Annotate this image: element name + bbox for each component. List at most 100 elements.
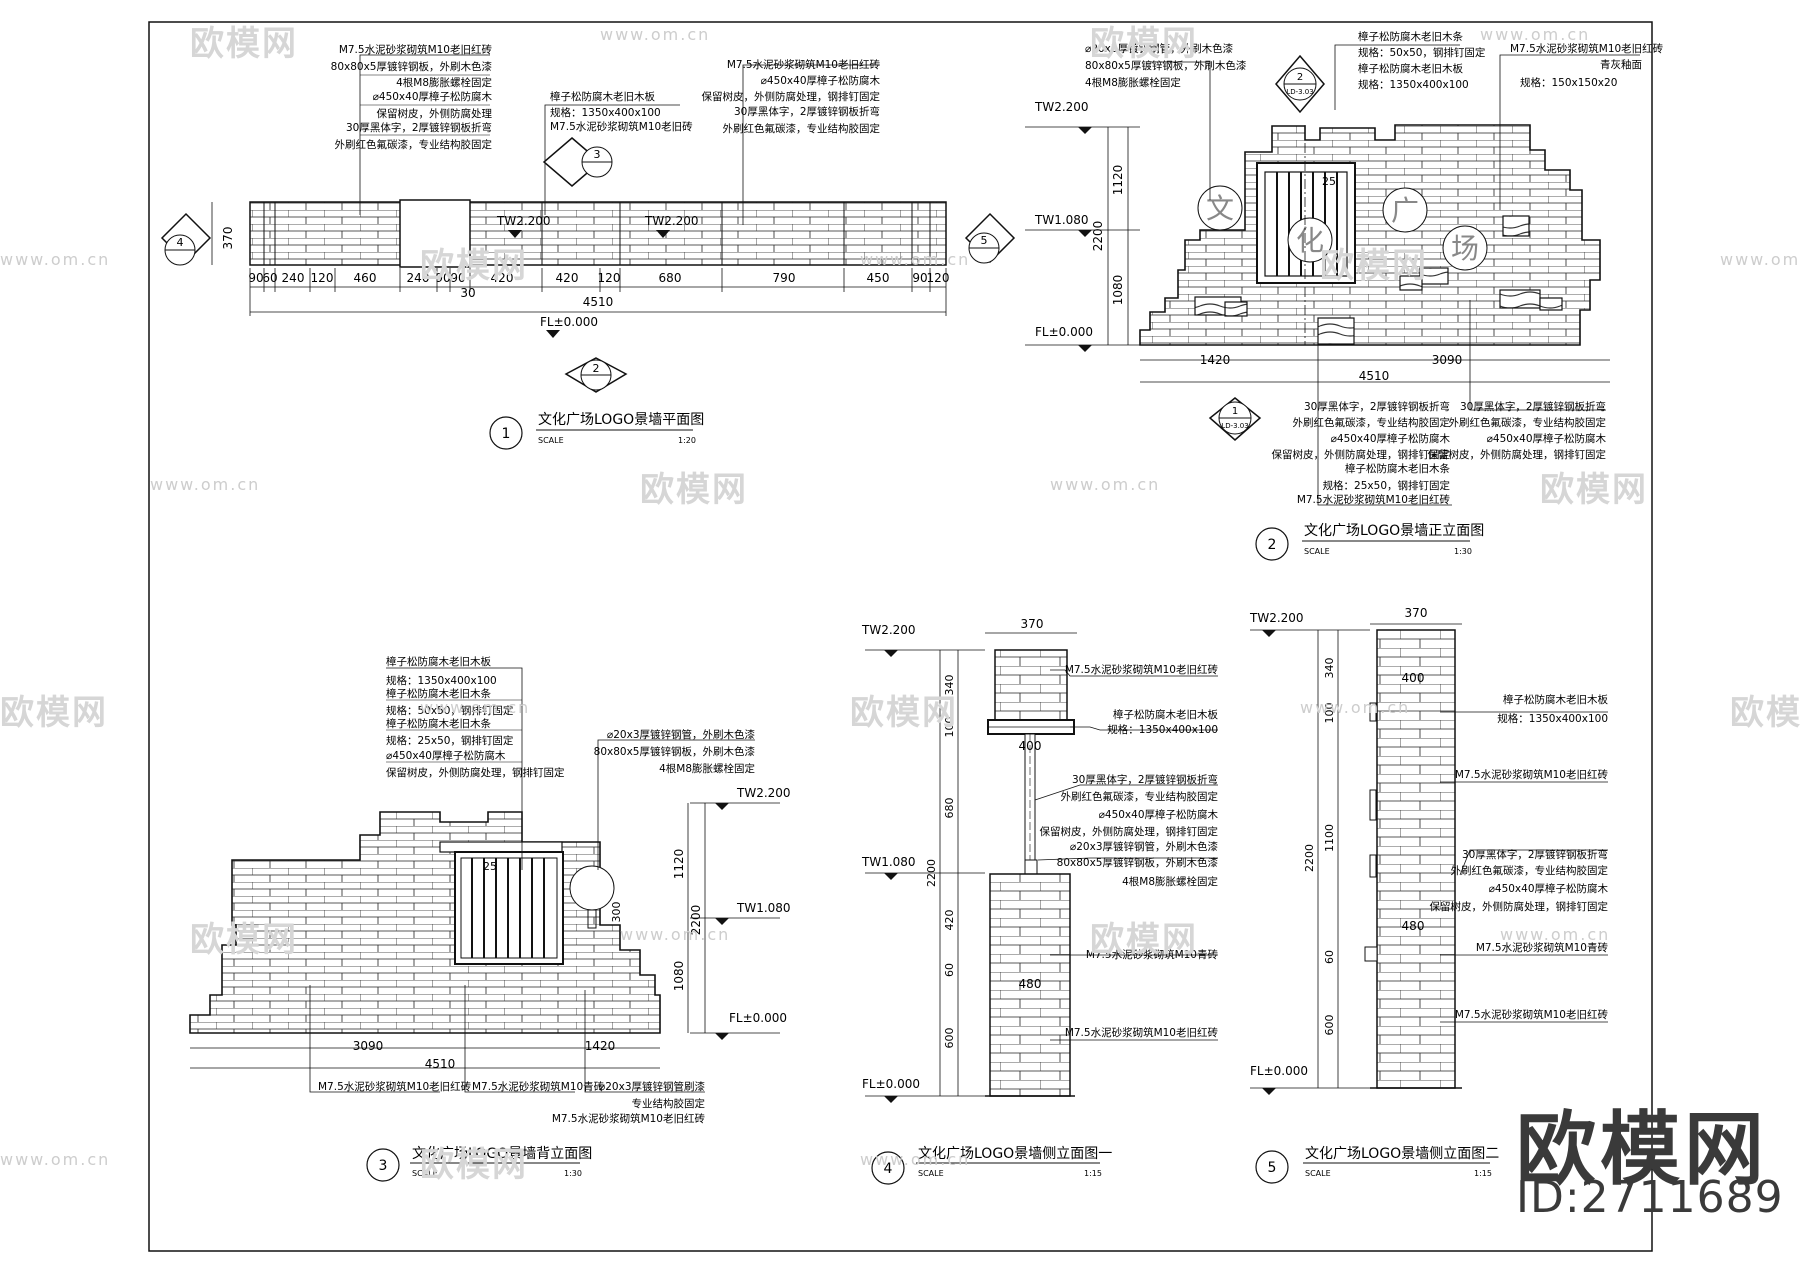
back-vdim-300: 300 [610, 902, 623, 923]
back-hdim-1: 1420 [585, 1039, 616, 1053]
back-note-t0: 樟子松防腐木老旧木板 [386, 655, 491, 668]
back-note-t3: 规格：50x50，钢排钉固定 [386, 704, 514, 717]
side2-level-1: FL±0.000 [1250, 1064, 1308, 1078]
front-hdim-0: 1420 [1200, 353, 1231, 367]
front-logo-discs: 文 化 广 场 [1197, 185, 1488, 271]
side1-level-0: TW2.200 [861, 623, 916, 637]
plan-dim-4: 460 [354, 271, 377, 285]
view5-scale: 1:15 [1474, 1169, 1492, 1178]
plan-dim-1: 60 [262, 271, 277, 285]
front-note-bl1: 外刷红色氟碳漆，专业结构胶固定 [1293, 416, 1451, 429]
side2-vdim-5: 600 [1323, 1015, 1336, 1036]
side2-note-4: 外刷红色氟碳漆，专业结构胶固定 [1451, 864, 1609, 877]
side2-note-8: M7.5水泥砂浆砌筑M10老旧红砖 [1455, 1008, 1609, 1021]
side2-note-2: M7.5水泥砂浆砌筑M10老旧红砖 [1455, 768, 1609, 781]
front-char-1: 化 [1296, 224, 1324, 257]
side1-note-5: ⌀450x40厚樟子松防腐木 [1099, 808, 1219, 821]
front-note-tm0: 樟子松防腐木老旧木条 [1358, 30, 1463, 43]
back-vdim-2: 1080 [672, 961, 686, 992]
front-note-tr1: 规格：150x150x20 [1520, 76, 1617, 89]
plan-dim-11: 680 [659, 271, 682, 285]
back-note-r0: ⌀20x3厚镀锌钢管，外刷木色漆 [607, 728, 756, 741]
back-note-b0: M7.5水泥砂浆砌筑M10老旧红砖 [318, 1080, 472, 1093]
plan-note-r1: ⌀450x40厚樟子松防腐木 [761, 74, 881, 87]
front-note-tm3: 规格：1350x400x100 [1358, 78, 1469, 91]
side1-note-4: 外刷红色氟碳漆，专业结构胶固定 [1061, 790, 1219, 803]
plan-note-r2: 保留树皮，外侧防腐处理，钢排钉固定 [702, 90, 881, 103]
view5-title-block: 5 文化广场LOGO景墙侧立面图二 SCALE 1:15 [1255, 1146, 1499, 1184]
plan-dim-8: 420 [491, 271, 514, 285]
view4-number: 4 [884, 1161, 893, 1177]
back-note-t1: 规格：1350x400x100 [386, 674, 497, 687]
view1-title: 文化广场LOGO景墙平面图 [538, 412, 704, 428]
side1-vdim-0: 340 [943, 675, 956, 696]
front-vdim-2: 1080 [1111, 275, 1125, 306]
view1-scale-label: SCALE [538, 436, 564, 445]
front-note-bl5: 规格：25x50，钢排钉固定 [1323, 479, 1451, 492]
view3-number: 3 [379, 1158, 388, 1174]
view4-scale: 1:15 [1084, 1169, 1102, 1178]
view5-side-elevation: 370 400 480 TW2.200 FL±0.000 340 100 110… [1249, 606, 1609, 1184]
front-dim-25: 25 [1322, 175, 1336, 188]
front-note-tr2: 青灰釉面 [1600, 58, 1642, 71]
side1-note-1: 樟子松防腐木老旧木板 [1113, 708, 1218, 721]
front-note-br1: 外刷红色氟碳漆，专业结构胶固定 [1449, 416, 1607, 429]
back-note-t2: 樟子松防腐木老旧木条 [386, 687, 491, 700]
svg-text:1: 1 [1232, 406, 1238, 417]
plan-note-m1: 规格：1350x400x100 [550, 106, 661, 119]
front-vdim-0: 1120 [1111, 165, 1125, 196]
back-note-t7: 保留树皮，外侧防腐处理，钢排钉固定 [386, 766, 565, 779]
back-note-b4: M7.5水泥砂浆砌筑M10老旧红砖 [552, 1112, 706, 1125]
plan-dim-5: 240 [407, 271, 430, 285]
front-note-br0: 30厚黑体字，2厚镀锌钢板折弯 [1460, 400, 1606, 413]
back-note-t6: ⌀450x40厚樟子松防腐木 [386, 749, 506, 762]
back-vdim-1: 2200 [689, 905, 703, 936]
view5-number: 5 [1268, 1160, 1277, 1176]
view4-side-elevation: 370 400 480 TW2.200 TW1.080 FL±0.000 340… [861, 617, 1219, 1185]
back-total: 4510 [425, 1057, 456, 1071]
side1-inner-480: 480 [1019, 977, 1042, 991]
back-note-t5: 规格：25x50，钢排钉固定 [386, 734, 514, 747]
plan-dim-12: 790 [773, 271, 796, 285]
plan-note-r4: 外刷红色氟碳漆，专业结构胶固定 [723, 122, 881, 135]
front-note-br2: ⌀450x40厚樟子松防腐木 [1487, 432, 1607, 445]
svg-text:LD-3.03: LD-3.03 [1221, 422, 1248, 430]
front-char-0: 文 [1206, 192, 1234, 225]
plan-note-l1: 80x80x5厚镀锌钢板，外刷木色漆 [331, 60, 493, 73]
plan-note-l4: 保留树皮，外侧防腐处理 [377, 107, 493, 120]
front-total: 4510 [1359, 369, 1390, 383]
plan-dim-9: 420 [556, 271, 579, 285]
svg-text:3: 3 [594, 148, 601, 161]
plan-dim-6: 90 [435, 271, 450, 285]
view3-scale: 1:30 [564, 1169, 582, 1178]
back-note-t4: 樟子松防腐木老旧木条 [386, 717, 491, 730]
plan-level-1: TW2.200 [496, 214, 551, 228]
back-vdim-0: 1120 [672, 849, 686, 880]
side2-vdim-2: 1100 [1323, 824, 1336, 852]
side2-note-1: 规格：1350x400x100 [1497, 712, 1608, 725]
plan-dim-14: 90 [912, 271, 927, 285]
plan-dim-10: 120 [598, 271, 621, 285]
front-note-tl1: 80x80x5厚镀锌钢板，外刷木色漆 [1085, 59, 1247, 72]
view4-title-block: 4 文化广场LOGO景墙侧立面图一 SCALE 1:15 [871, 1146, 1112, 1185]
front-marker-2: 2 LD-3.03 [1275, 54, 1325, 114]
view2-scale: 1:30 [1454, 547, 1472, 556]
side2-vdim-1: 100 [1323, 703, 1336, 724]
side1-vdim-4: 420 [943, 910, 956, 931]
side2-vdim-3: 2200 [1303, 844, 1316, 872]
back-wall-shape [189, 811, 661, 1034]
back-level-2: FL±0.000 [729, 1011, 787, 1025]
front-hdim-1: 3090 [1432, 353, 1463, 367]
front-note-bl0: 30厚黑体字，2厚镀锌钢板折弯 [1304, 400, 1450, 413]
back-log-disc [569, 865, 615, 911]
side1-top-pier [994, 649, 1068, 721]
plan-note-m2: M7.5水泥砂浆砌筑M10老旧砖 [550, 120, 693, 133]
plan-dim-7: 90 [450, 271, 465, 285]
plan-dim-0: 90 [248, 271, 263, 285]
front-note-tm2: 樟子松防腐木老旧木板 [1358, 62, 1463, 75]
view1-title-block: 1 文化广场LOGO景墙平面图 SCALE 1:20 [489, 412, 704, 450]
side1-note-8: 80x80x5厚镀锌钢板，外刷木色漆 [1057, 856, 1219, 869]
front-level-1: TW1.080 [1034, 213, 1089, 227]
plan-depth: 370 [221, 227, 235, 250]
side2-level-0: TW2.200 [1249, 611, 1304, 625]
